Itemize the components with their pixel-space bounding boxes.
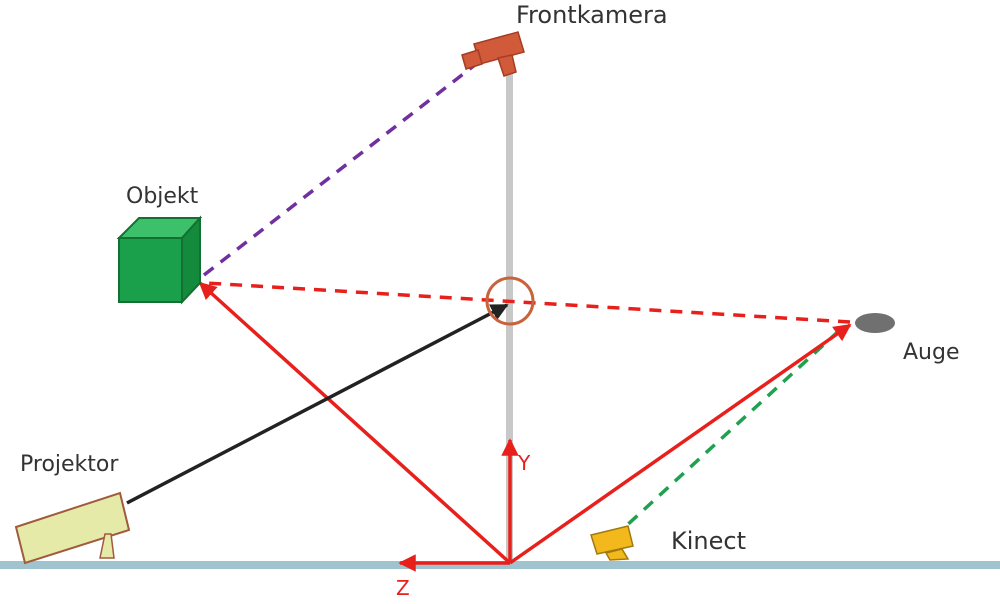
kinect-icon [590, 525, 634, 561]
kinect-eye-line [611, 326, 844, 540]
eye-icon [855, 313, 895, 333]
front-camera-icon [461, 31, 525, 77]
label-objekt: Objekt [126, 184, 199, 209]
ground-line [0, 561, 1000, 569]
label-axis-z: Z [396, 576, 410, 600]
label-axis-y: Y [518, 451, 531, 475]
label-kinect: Kinect [671, 527, 746, 555]
label-frontkamera: Frontkamera [516, 1, 668, 29]
vector-to-object [198, 281, 512, 565]
camera-sightline [202, 45, 500, 277]
focus-circle [485, 276, 535, 326]
vector-to-eye [508, 323, 852, 565]
label-projektor: Projektor [20, 452, 119, 477]
eye-object-sightline [205, 281, 851, 324]
projector-icon [14, 491, 131, 565]
label-auge: Auge [903, 340, 960, 365]
object-cube-icon [116, 215, 203, 305]
pole [506, 68, 513, 563]
projector-ray [126, 303, 509, 505]
